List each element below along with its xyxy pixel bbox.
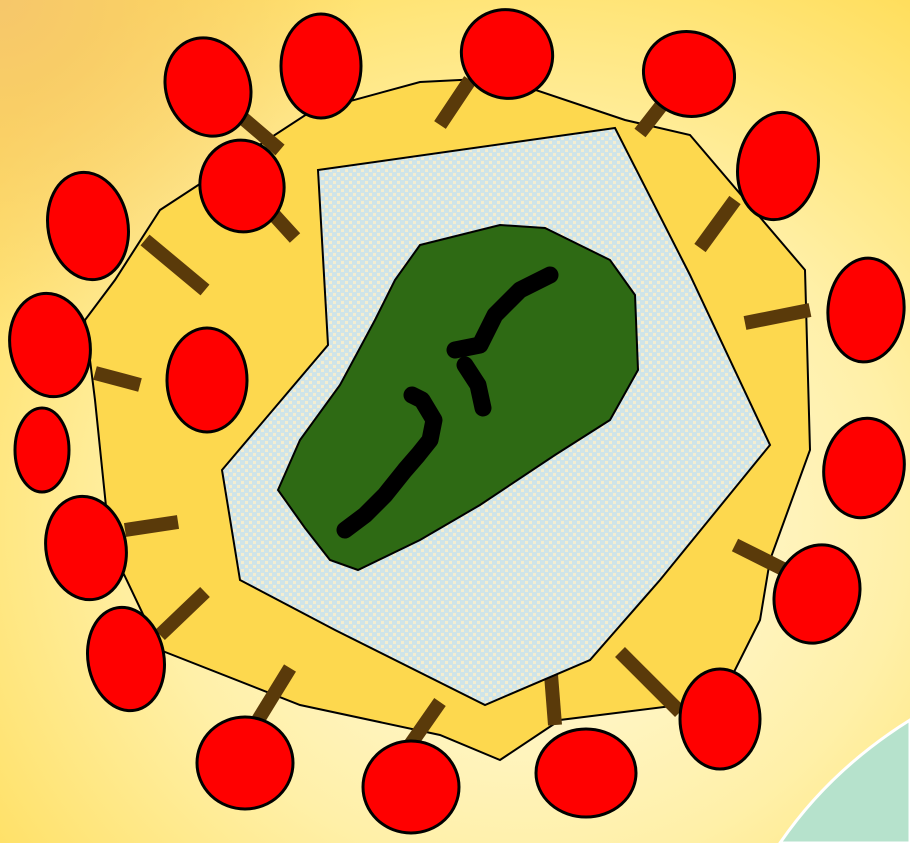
spike-head [680, 669, 760, 769]
spike-head [363, 741, 459, 833]
spike-head [281, 14, 361, 118]
spike-head [536, 729, 636, 817]
spike-stalk [125, 522, 178, 530]
spike-head [15, 408, 69, 492]
spike-head [167, 328, 247, 432]
spike-head [197, 717, 293, 809]
